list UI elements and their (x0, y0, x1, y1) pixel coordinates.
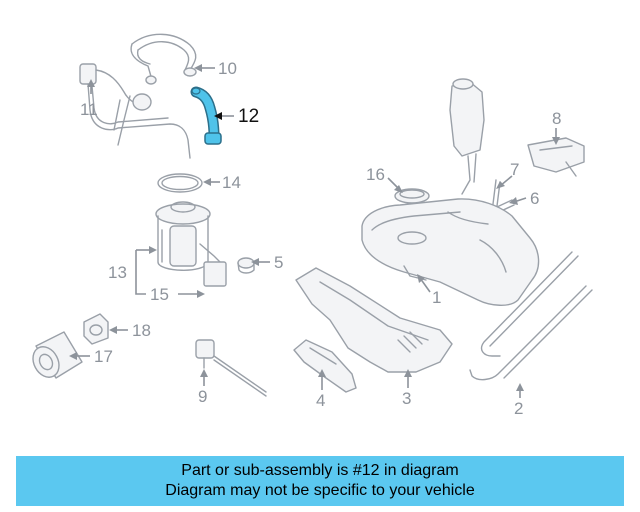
callout-8: 8 (552, 109, 561, 128)
callout-4: 4 (316, 391, 325, 410)
callout-14: 14 (222, 173, 241, 192)
part-11-valve-assembly (79, 63, 191, 159)
parts-diagram: 10 11 12 14 13 15 5 16 7 8 6 1 18 17 9 4… (32, 33, 593, 418)
tank-filler-reservoir (449, 78, 485, 195)
callout-13: 13 (108, 263, 127, 282)
part-5-fitting (237, 257, 255, 274)
callout-15: 15 (150, 285, 169, 304)
part-14-seal-ring (157, 173, 203, 193)
info-banner: Part or sub-assembly is #12 in diagram D… (16, 456, 624, 506)
part-18-filter-bracket (83, 313, 109, 345)
part-4-bracket (293, 339, 357, 393)
callout-12: 12 (238, 106, 259, 127)
part-12-fuel-hose (190, 86, 222, 145)
part-10-vent-hose (130, 33, 197, 85)
callout-5: 5 (274, 253, 283, 272)
banner-line-part: Part or sub-assembly is #12 in diagram (181, 462, 459, 479)
callout-1: 1 (432, 288, 441, 307)
callout-6: 6 (530, 189, 539, 208)
part-3-heat-shield (295, 267, 453, 373)
part-2-tank-straps (469, 251, 593, 381)
callout-7: 7 (510, 160, 519, 179)
callout-16: 16 (366, 165, 385, 184)
callout-3: 3 (402, 389, 411, 408)
callout-9: 9 (198, 387, 207, 406)
part-16-lock-ring (394, 188, 430, 204)
callout-2: 2 (514, 399, 523, 418)
callout-10: 10 (218, 59, 237, 78)
callout-17: 17 (94, 347, 113, 366)
part-8-bracket (527, 137, 585, 177)
part-1-fuel-tank (361, 198, 540, 306)
banner-line-disclaimer: Diagram may not be specific to your vehi… (165, 482, 475, 499)
part-9-sensor (195, 339, 267, 397)
part-17-fuel-filter (32, 331, 83, 379)
callout-11: 11 (80, 100, 98, 119)
callout-leaders (69, 64, 560, 398)
callout-18: 18 (132, 321, 151, 340)
part-13-fuel-pump-module (155, 201, 227, 287)
